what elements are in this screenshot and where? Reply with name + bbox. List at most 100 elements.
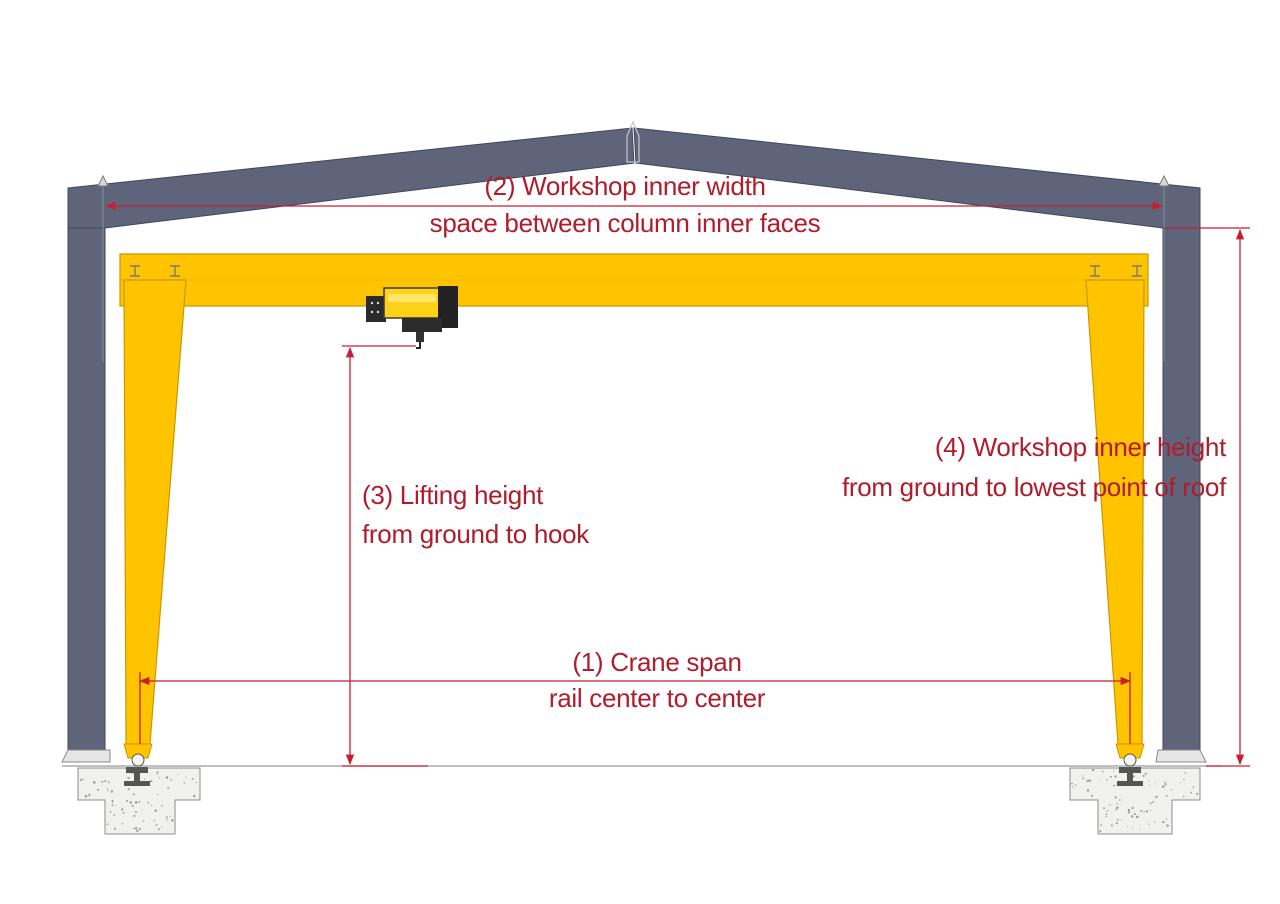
concrete-speckle: [1114, 796, 1117, 799]
concrete-speckle: [1071, 786, 1074, 788]
concrete-speckle: [101, 780, 104, 783]
left-footing: [77, 767, 201, 835]
concrete-speckle: [1184, 772, 1187, 774]
crane-span-description: rail center to center: [549, 683, 766, 713]
right-base-plate: [1155, 749, 1207, 763]
concrete-speckle: [1116, 806, 1119, 809]
concrete-speckle: [1071, 782, 1073, 785]
concrete-speckle: [1139, 828, 1141, 830]
concrete-speckle: [111, 804, 114, 807]
right-end-carriage: [1115, 743, 1145, 767]
concrete-speckle: [1144, 772, 1147, 775]
concrete-speckle: [158, 777, 160, 779]
concrete-speckle: [151, 804, 153, 807]
concrete-speckle: [143, 778, 146, 780]
concrete-speckle: [132, 793, 135, 796]
concrete-speckle: [113, 827, 116, 830]
concrete-speckle: [150, 780, 153, 783]
concrete-speckle: [111, 801, 114, 803]
concrete-speckle: [161, 826, 163, 828]
concrete-speckle: [1086, 789, 1090, 792]
concrete-speckle: [154, 809, 158, 813]
concrete-speckle: [1116, 803, 1118, 805]
concrete-speckle: [1140, 810, 1143, 812]
workshop-width-description: space between column inner faces: [430, 208, 821, 238]
concrete-speckle: [135, 811, 137, 814]
concrete-speckle: [121, 822, 124, 825]
concrete-speckle: [141, 809, 143, 811]
concrete-speckle: [170, 779, 172, 781]
concrete-speckle: [1165, 818, 1168, 820]
left-apex-bolt: [97, 174, 109, 187]
concrete-speckle: [129, 801, 132, 804]
concrete-speckle: [157, 793, 159, 795]
concrete-speckle: [1091, 794, 1094, 797]
concrete-speckle: [1196, 792, 1199, 795]
concrete-speckle: [156, 771, 159, 773]
concrete-speckle: [1113, 784, 1116, 787]
concrete-speckle: [1127, 811, 1131, 814]
concrete-speckle: [138, 827, 141, 831]
concrete-speckle: [166, 818, 168, 821]
concrete-speckle: [1164, 781, 1167, 784]
concrete-speckle: [1166, 795, 1168, 797]
concrete-speckle: [1082, 777, 1084, 780]
left-rail: [124, 767, 150, 786]
concrete-speckle: [134, 801, 138, 804]
concrete-speckle: [195, 781, 197, 784]
concrete-speckle: [1183, 778, 1185, 781]
concrete-speckle: [1109, 803, 1111, 806]
left-leg: [123, 279, 187, 745]
concrete-speckle: [1113, 770, 1115, 772]
concrete-speckle: [1100, 824, 1103, 827]
concrete-speckle: [1133, 813, 1136, 816]
concrete-speckle: [126, 799, 129, 802]
concrete-speckle: [1086, 779, 1089, 783]
concrete-speckle: [1153, 821, 1156, 823]
workshop-width-title: (2) Workshop inner width: [484, 171, 765, 201]
right-girder-end-plate: [1090, 265, 1142, 277]
concrete-speckle: [1166, 824, 1169, 827]
concrete-speckle: [135, 827, 138, 830]
lifting-height-title: (3) Lifting height: [362, 480, 544, 510]
concrete-speckle: [185, 776, 187, 778]
concrete-speckle: [147, 801, 150, 804]
left-end-carriage: [123, 743, 153, 767]
left-girder-end-plate: [130, 265, 180, 277]
concrete-speckle: [1130, 815, 1134, 818]
concrete-speckle: [183, 782, 185, 784]
workshop-height-description: from ground to lowest point of roof: [842, 472, 1227, 502]
concrete-speckle: [158, 828, 160, 831]
concrete-speckle: [1154, 783, 1156, 785]
concrete-speckle: [153, 819, 156, 822]
concrete-speckle: [1142, 775, 1145, 777]
concrete-speckle: [1106, 779, 1108, 781]
right-apex-bolt: [1158, 174, 1170, 187]
concrete-speckle: [165, 816, 168, 818]
concrete-speckle: [110, 790, 114, 793]
concrete-speckle: [1170, 789, 1173, 791]
concrete-speckle: [1164, 783, 1167, 786]
concrete-speckle: [133, 814, 136, 817]
left-column: [67, 187, 106, 763]
concrete-speckle: [107, 790, 109, 792]
concrete-speckle: [1131, 827, 1133, 829]
concrete-speckle: [1150, 802, 1152, 805]
concrete-speckle: [82, 778, 84, 780]
concrete-speckle: [142, 820, 145, 822]
ridge-connection: [626, 120, 640, 163]
left-base-plate: [61, 749, 111, 763]
concrete-speckle: [1150, 809, 1152, 811]
concrete-speckle: [1107, 809, 1109, 812]
concrete-speckle: [1088, 779, 1092, 782]
concrete-speckle: [161, 804, 163, 807]
workshop-height-title: (4) Workshop inner height: [935, 432, 1227, 462]
concrete-speckle: [1091, 768, 1095, 772]
concrete-speckle: [88, 793, 91, 796]
concrete-speckle: [1101, 770, 1104, 773]
crane-span-title: (1) Crane span: [572, 647, 741, 677]
concrete-speckle: [1161, 785, 1165, 788]
concrete-speckle: [1152, 801, 1154, 803]
right-rail: [1117, 767, 1143, 786]
